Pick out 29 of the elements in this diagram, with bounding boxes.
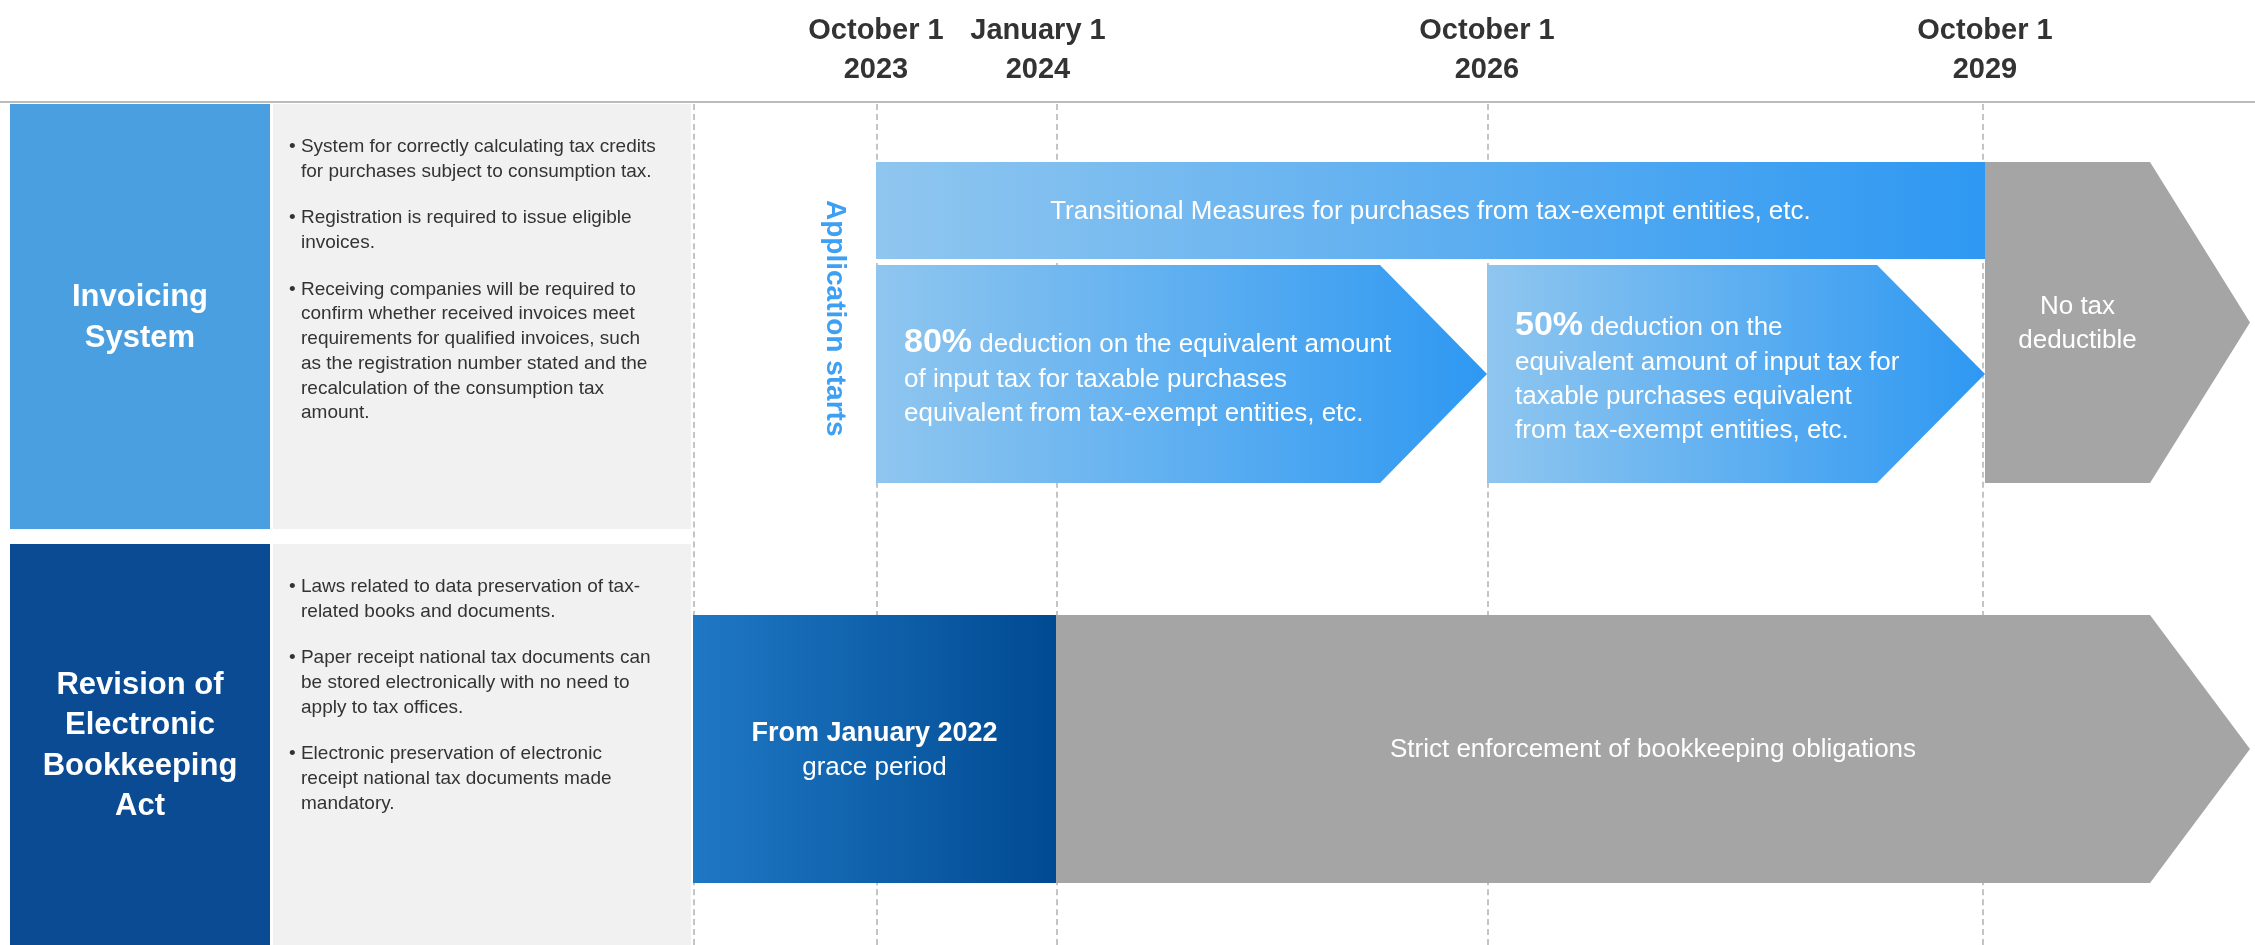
bullet-text: • Electronic preservation of electronic receipt national tax documents made mandatory. — [289, 741, 613, 815]
phase-band — [876, 265, 1487, 483]
timeline-bar — [693, 615, 1056, 883]
bar-text: 50% deduction on the equivalent amount of input tax for taxable purchases equivalent from tax-exempt entities, etc. — [1515, 303, 1900, 446]
date-label: October 1 2026 — [1418, 12, 1556, 87]
phase-band — [1056, 615, 2250, 883]
date-label: January 1 2024 — [969, 12, 1107, 87]
vertical-label: Application starts — [820, 200, 852, 437]
date-label: October 1 2029 — [1916, 12, 2054, 87]
row-header — [10, 544, 270, 945]
date-label: October 1 2023 — [807, 12, 945, 87]
timeline-bar — [876, 162, 1985, 259]
row-title: Invoicing System — [70, 277, 210, 356]
bar-text: grace period — [801, 749, 948, 783]
bar-text: Transitional Measures for purchases from tax-exempt entities, etc. — [1049, 193, 1812, 227]
bar-text: 80% deduction on the equivalent amount of input tax for taxable purchases equivalent from tax-exempt entities, etc. — [904, 320, 1392, 430]
bullet-text: • Laws related to data preservation of tax-related books and documents. — [289, 574, 641, 623]
phase-band — [1487, 265, 1985, 483]
bar-text: No tax deductible — [2017, 288, 2138, 356]
row-header — [10, 104, 270, 529]
bar-text: From January 2022 — [750, 715, 999, 749]
bar-text: Strict enforcement of bookkeeping obligations — [1388, 732, 1918, 766]
bullet-text: • Receiving companies will be required to confirm whether received invoices meet requirements for qualified invoices, such as the registration number stated and the recalculation of the consumption tax amount. — [289, 276, 649, 425]
phase-band — [1985, 162, 2250, 483]
bullet-text: • Registration is required to issue eligible invoices. — [289, 205, 633, 255]
bullet-text: • System for correctly calculating tax credits for purchases subject to consumption tax. — [289, 134, 657, 183]
row-title: Revision of Electronic Bookkeeping Act — [41, 664, 239, 824]
bullet-text: • Paper receipt national tax documents can be stored electronically with no need to apply to tax offices. — [289, 645, 652, 719]
description-panel — [273, 104, 691, 529]
